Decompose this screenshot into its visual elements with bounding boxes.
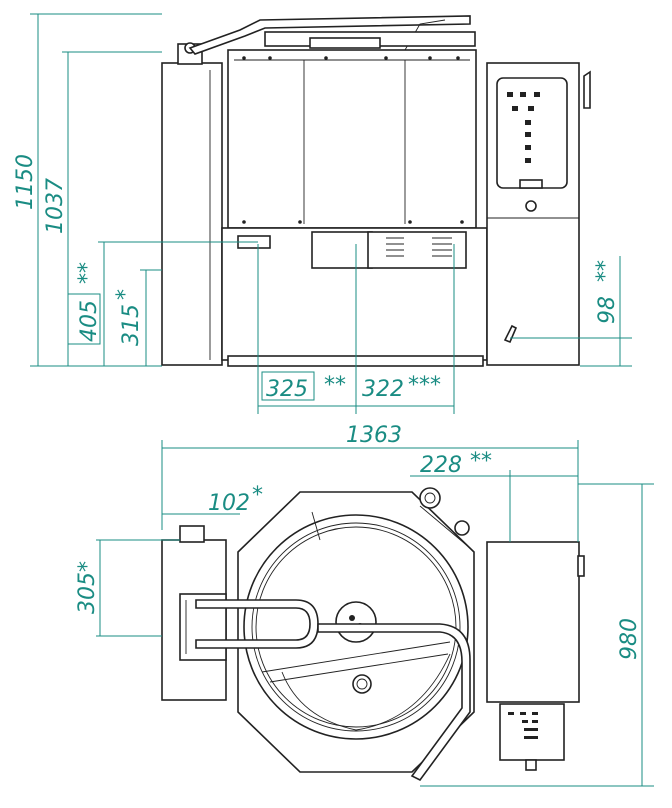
dim-left-offset-mark: *	[252, 483, 263, 508]
lid-handle-loop	[195, 599, 319, 649]
dim-overall-height: 1150	[13, 154, 38, 210]
dim-left-offset-a: 405	[77, 300, 102, 342]
dim-right-height-mark: **	[593, 260, 618, 282]
right-cabinet-top	[486, 541, 580, 703]
left-column	[161, 62, 223, 366]
dim-bottom-left-mark: **	[324, 373, 346, 398]
dim-right-offset: 228	[420, 453, 462, 478]
dim-bottom-right: 322	[362, 377, 404, 402]
top-view-labels: 1363 228 ** 102 * 305 * 980	[75, 423, 642, 660]
front-view-labels: 1150 1037 ** 405 * 315 325 ** 322 *** 98…	[13, 154, 620, 402]
dim-bottom-left: 325	[266, 377, 308, 402]
front-view	[161, 15, 591, 367]
front-view-dimensions	[30, 13, 632, 414]
dim-left-offset-b: 315	[119, 304, 144, 346]
dim-right-height: 98	[595, 296, 620, 324]
dim-left-depth-mark: *	[75, 561, 100, 572]
top-view	[161, 487, 585, 782]
dim-bottom-right-mark: ***	[408, 373, 441, 398]
dim-right-offset-mark: **	[470, 449, 492, 474]
lower-port	[352, 674, 372, 694]
dim-left-offset-a-mark: **	[75, 262, 100, 284]
center-hub	[335, 601, 377, 643]
dim-overall-depth: 980	[617, 618, 642, 660]
top-view-dimensions	[96, 440, 654, 787]
dim-left-offset: 102	[208, 491, 250, 516]
dim-left-depth: 305	[75, 572, 100, 614]
valve-knob	[419, 487, 441, 509]
lid-handle	[188, 15, 471, 55]
dim-overall-width: 1363	[346, 423, 402, 448]
dim-left-offset-b-mark: *	[113, 289, 138, 300]
kettle-body	[227, 49, 477, 229]
dim-body-height: 1037	[43, 178, 68, 234]
lid-handle-arm	[317, 623, 471, 782]
